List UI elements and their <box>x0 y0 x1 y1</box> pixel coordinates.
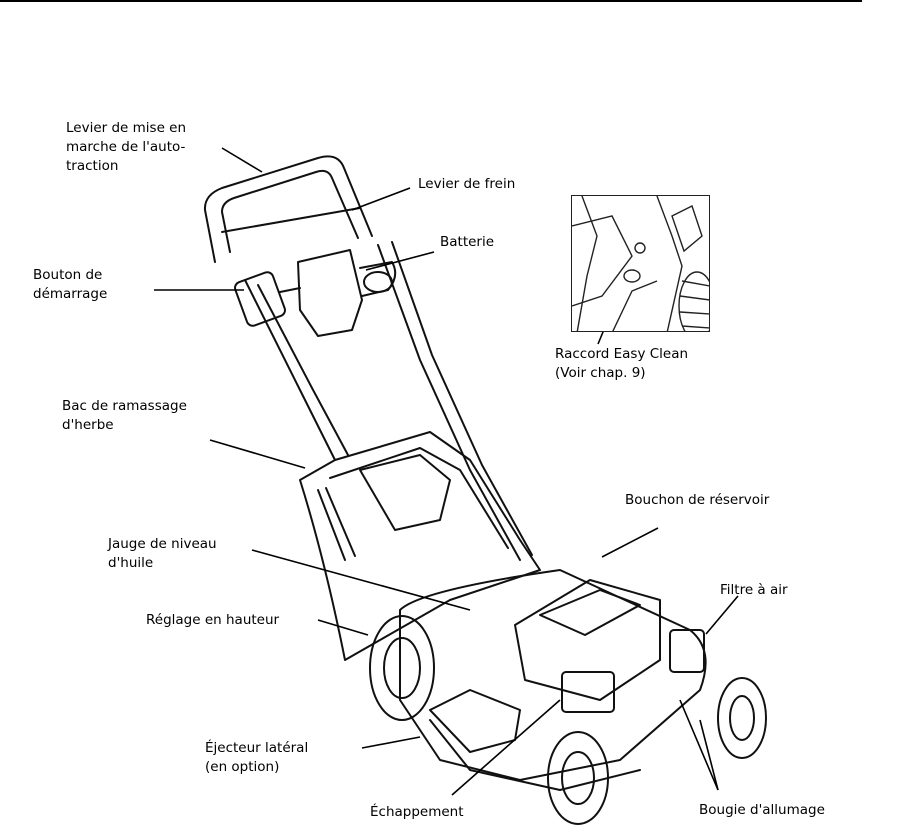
label-exhaust: Échappement <box>370 803 464 822</box>
handle-arm-right-2 <box>392 242 532 555</box>
wheel-front-left-hub <box>562 752 594 804</box>
leader-auto-traction <box>222 148 262 172</box>
leader-oil-dipstick <box>252 550 470 610</box>
grass-bag-vent <box>318 488 355 560</box>
handle-crossbar <box>222 208 360 232</box>
handle-arm-left <box>245 280 335 460</box>
battery-body <box>298 250 362 336</box>
leader-fuel-cap <box>602 528 658 557</box>
wheel-front-right-hub <box>730 696 754 740</box>
leader-spark-plug-1 <box>680 700 718 790</box>
label-battery: Batterie <box>440 233 494 252</box>
label-easy-clean: Raccord Easy Clean (Voir chap. 9) <box>555 345 688 383</box>
engine-top <box>540 590 640 635</box>
handle <box>205 156 372 262</box>
leader-brake <box>352 188 410 210</box>
inset-drawing <box>572 196 710 332</box>
leader-side-ejector <box>362 737 420 748</box>
label-auto-traction-lever: Levier de mise en marche de l'auto- trac… <box>66 119 186 176</box>
label-air-filter: Filtre à air <box>720 581 788 600</box>
label-brake-lever: Levier de frein <box>418 175 515 194</box>
air-filter-box <box>670 630 704 672</box>
handle-arm-left-2 <box>258 285 348 455</box>
grass-bag-window <box>360 455 450 530</box>
label-side-ejector: Éjecteur latéral (en option) <box>205 739 308 777</box>
label-grass-bag: Bac de ramassage d'herbe <box>62 397 187 435</box>
label-fuel-cap: Bouchon de réservoir <box>625 491 769 510</box>
label-height-adjust: Réglage en hauteur <box>146 611 279 630</box>
handle-arm-right <box>378 245 520 560</box>
wheel-front-left <box>548 732 608 824</box>
battery-cap <box>364 272 392 292</box>
leader-exhaust <box>452 700 560 795</box>
wheel-front-right <box>718 678 766 758</box>
label-oil-dipstick: Jauge de niveau d'huile <box>108 535 217 573</box>
label-start-button: Bouton de démarrage <box>33 266 107 304</box>
leader-grass-bag <box>210 440 305 468</box>
leader-height-adjust <box>318 620 368 635</box>
engine-block <box>515 580 660 700</box>
leader-air-filter <box>706 596 738 634</box>
label-spark-plug: Bougie d'allumage <box>699 801 825 820</box>
easy-clean-inset <box>571 195 710 332</box>
side-ejector <box>430 690 520 752</box>
wheel-rear-left-hub <box>384 638 420 698</box>
start-button-box <box>233 271 286 328</box>
